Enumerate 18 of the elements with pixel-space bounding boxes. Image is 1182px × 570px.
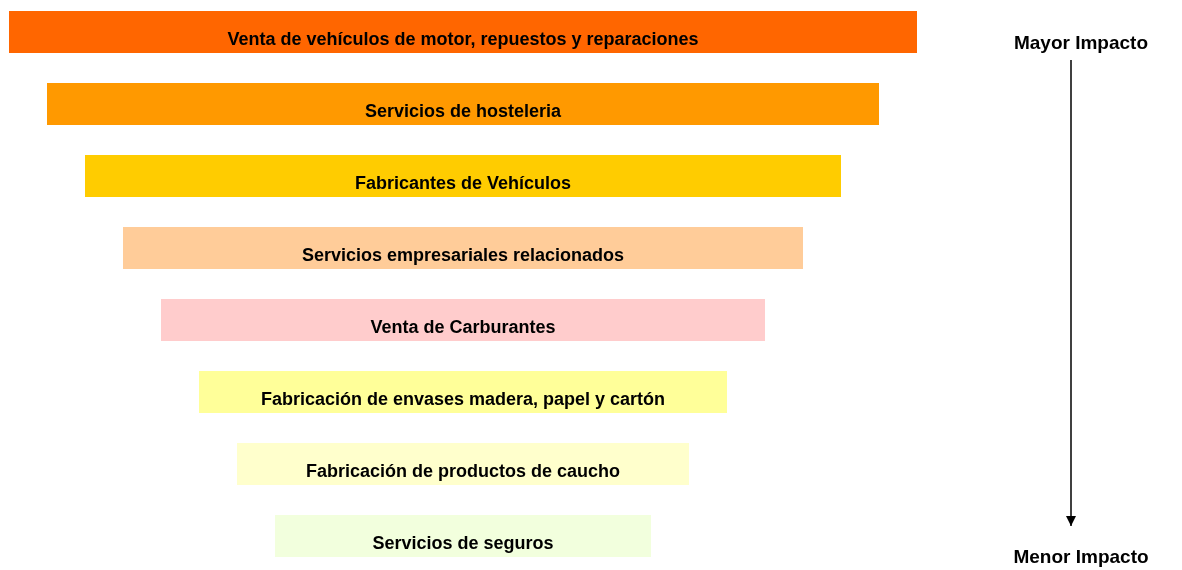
- bar-label: Servicios de seguros: [372, 533, 554, 554]
- bar-label: Fabricantes de Vehículos: [354, 173, 572, 194]
- ranking-bar: [237, 443, 689, 485]
- ranking-bar: [199, 371, 727, 413]
- bar-label: Fabricación de productos de caucho: [305, 461, 621, 482]
- bar-label: Fabricación de envases madera, papel y cartón: [260, 389, 666, 410]
- ranking-bar: [9, 11, 917, 53]
- bar-label: Servicios de hosteleria: [364, 101, 562, 122]
- ranking-bar: [123, 227, 803, 269]
- bar-label: Venta de vehículos de motor, repuestos y reparaciones: [227, 29, 699, 50]
- bar-label: Servicios empresariales relacionados: [301, 245, 625, 266]
- axis-label: Mayor Impacto: [981, 32, 1181, 54]
- ranking-bar: [161, 299, 765, 341]
- bar-label: Venta de Carburantes: [370, 317, 556, 338]
- ranking-bar: [85, 155, 841, 197]
- ranking-bar: [275, 515, 651, 557]
- axis-label: Menor Impacto: [981, 546, 1181, 568]
- ranking-bar: [47, 83, 879, 125]
